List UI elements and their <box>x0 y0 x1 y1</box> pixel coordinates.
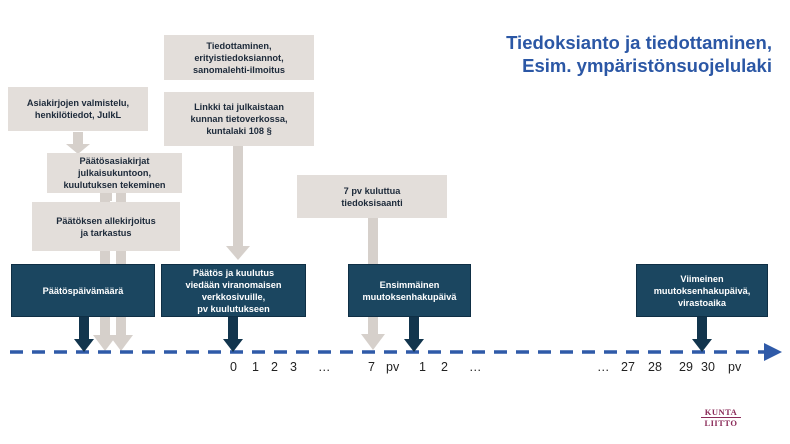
box-line: Tiedottaminen, <box>206 40 272 51</box>
box-line: muutoksenhakupäivä <box>362 291 457 302</box>
box-7-pv-kuluttua: 7 pv kuluttua tiedoksisaanti <box>297 175 447 218</box>
tick-label: 1 <box>419 360 426 374</box>
box-line: henkilötiedot, JulkL <box>34 110 122 120</box>
box-line: kuntalaki 108 § <box>206 126 272 136</box>
box-line: Päätös ja kuulutus <box>192 267 275 278</box>
box-allekirjoitus: Päätöksen allekirjoitus ja tarkastus <box>32 202 180 251</box>
box-line: sanomalehti-ilmoitus <box>193 64 285 75</box>
box-viimeinen-muutoksenhakupaiva: Viimeinen muutoksenhakupäivä, virastoaik… <box>636 264 768 317</box>
tick-label: 7 <box>368 360 375 374</box>
logo-line-1: KUNTA <box>704 407 738 417</box>
box-line: viedään viranomaisen <box>185 279 282 290</box>
box-line: Päätöspäivämäärä <box>42 285 124 296</box>
box-line: Viimeinen <box>680 273 724 284</box>
tick-label: … <box>469 360 482 374</box>
tick-label: 28 <box>648 360 662 374</box>
slide-title: Tiedoksianto ja tiedottaminen, Esim. ymp… <box>412 31 772 77</box>
tick-label: 29 <box>679 360 693 374</box>
box-paatosasiakirjat: Päätösasiakirjat julkaisukuntoon, kuulut… <box>47 153 182 193</box>
box-line: verkkosivuille, <box>201 291 266 302</box>
title-line-1: Tiedoksianto ja tiedottaminen, <box>506 32 772 53</box>
box-paatospaivamaara: Päätöspäivämäärä <box>11 264 155 317</box>
box-line: ja tarkastus <box>80 227 132 238</box>
box-line: kuulutuksen tekeminen <box>63 180 166 190</box>
box-line: pv kuulutukseen <box>197 303 270 314</box>
box-line: kunnan tietoverkossa, <box>190 114 288 124</box>
tick-label: … <box>318 360 331 374</box>
logo-line-2: LIITTO <box>704 418 738 428</box>
blue-connectors <box>74 316 712 352</box>
kuntaliitto-logo: KUNTA LIITTO <box>697 408 745 427</box>
tick-label: 0 <box>230 360 237 374</box>
box-paatos-ja-kuulutus: Päätös ja kuulutus viedään viranomaisen … <box>161 264 306 317</box>
box-asiakirjojen-valmistelu: Asiakirjojen valmistelu, henkilötiedot, … <box>8 87 148 131</box>
timeline-arrowhead <box>764 343 782 361</box>
tick-label: 30 <box>701 360 715 374</box>
box-ensimmainen-muutoksenhakupaiva: Ensimmäinen muutoksenhakupäivä <box>348 264 471 317</box>
tick-label: 2 <box>441 360 448 374</box>
tick-label: 2 <box>271 360 278 374</box>
box-line: Päätösasiakirjat <box>79 156 150 166</box>
tick-label: 3 <box>290 360 297 374</box>
box-line: Linkki tai julkaistaan <box>194 102 284 112</box>
box-line: 7 pv kuluttua <box>343 185 401 196</box>
box-tiedottaminen: Tiedottaminen, erityistiedoksiannot, san… <box>164 35 314 80</box>
tick-label: … <box>597 360 610 374</box>
box-line: tiedoksisaanti <box>341 197 403 208</box>
box-line: virastoaika <box>677 297 726 308</box>
box-line: Ensimmäinen <box>379 279 440 290</box>
box-line: julkaisukuntoon, <box>78 168 151 178</box>
box-line: erityistiedoksiannot, <box>194 52 284 63</box>
title-line-2: Esim. ympäristönsuojelulaki <box>522 55 772 76</box>
tick-label: 1 <box>252 360 259 374</box>
box-line: muutoksenhakupäivä, <box>653 285 751 296</box>
box-line: Asiakirjojen valmistelu, <box>26 98 130 108</box>
tick-label: pv <box>728 360 742 374</box>
tick-label: 27 <box>621 360 635 374</box>
box-linkki: Linkki tai julkaistaan kunnan tietoverko… <box>164 92 314 146</box>
box-line: Päätöksen allekirjoitus <box>56 215 156 226</box>
tick-label: pv <box>386 360 400 374</box>
